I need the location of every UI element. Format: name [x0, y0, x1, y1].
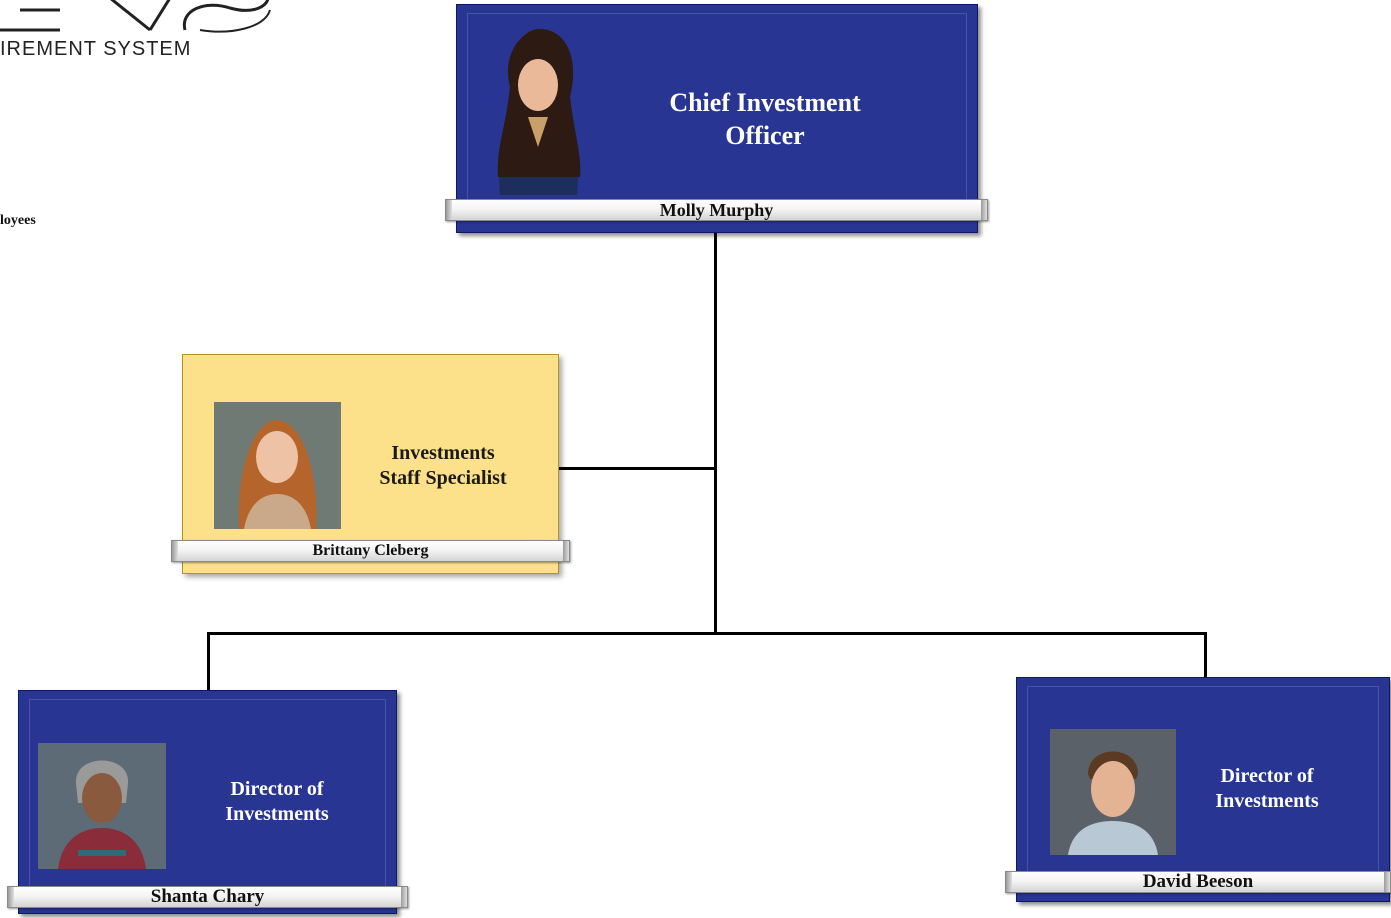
- connector-right-drop: [1204, 632, 1207, 677]
- title-line-2: Investments: [225, 803, 329, 825]
- name-plate: Shanta Chary: [7, 886, 408, 908]
- position-title: Investments Staff Specialist: [353, 441, 533, 491]
- org-card-director-left[interactable]: Director of Investments: [18, 690, 397, 914]
- person-photo: [214, 402, 341, 529]
- title-line-1: Chief Investment: [669, 88, 861, 117]
- position-title: Director of Investments: [1177, 764, 1357, 814]
- name-plate: Molly Murphy: [445, 199, 988, 221]
- person-photo: [470, 27, 607, 195]
- connector-staff: [558, 467, 716, 470]
- name-plate: Brittany Cleberg: [171, 540, 570, 562]
- position-title: Director of Investments: [187, 777, 367, 827]
- logo-tagline: IREMENT SYSTEM: [0, 38, 192, 60]
- title-line-2: Investments: [1215, 790, 1319, 812]
- title-line-2: Staff Specialist: [379, 467, 507, 489]
- connector-vertical-main: [714, 233, 717, 635]
- title-line-2: Officer: [725, 120, 805, 150]
- position-title: Chief Investment Officer: [625, 87, 905, 152]
- name-plate: David Beeson: [1005, 871, 1391, 893]
- connector-left-drop: [207, 632, 210, 690]
- org-card-staff-specialist[interactable]: Investments Staff Specialist: [182, 354, 559, 574]
- title-line-1: Investments: [391, 442, 495, 464]
- title-line-1: Director of: [1220, 765, 1314, 787]
- org-card-director-right[interactable]: Director of Investments: [1016, 677, 1390, 902]
- title-line-1: Director of: [230, 778, 324, 800]
- connector-horizontal-bottom: [207, 632, 1207, 635]
- legend-text: loyees: [0, 213, 36, 228]
- person-photo: [1050, 729, 1176, 855]
- organization-logo: [0, 0, 280, 34]
- person-photo: [38, 743, 166, 869]
